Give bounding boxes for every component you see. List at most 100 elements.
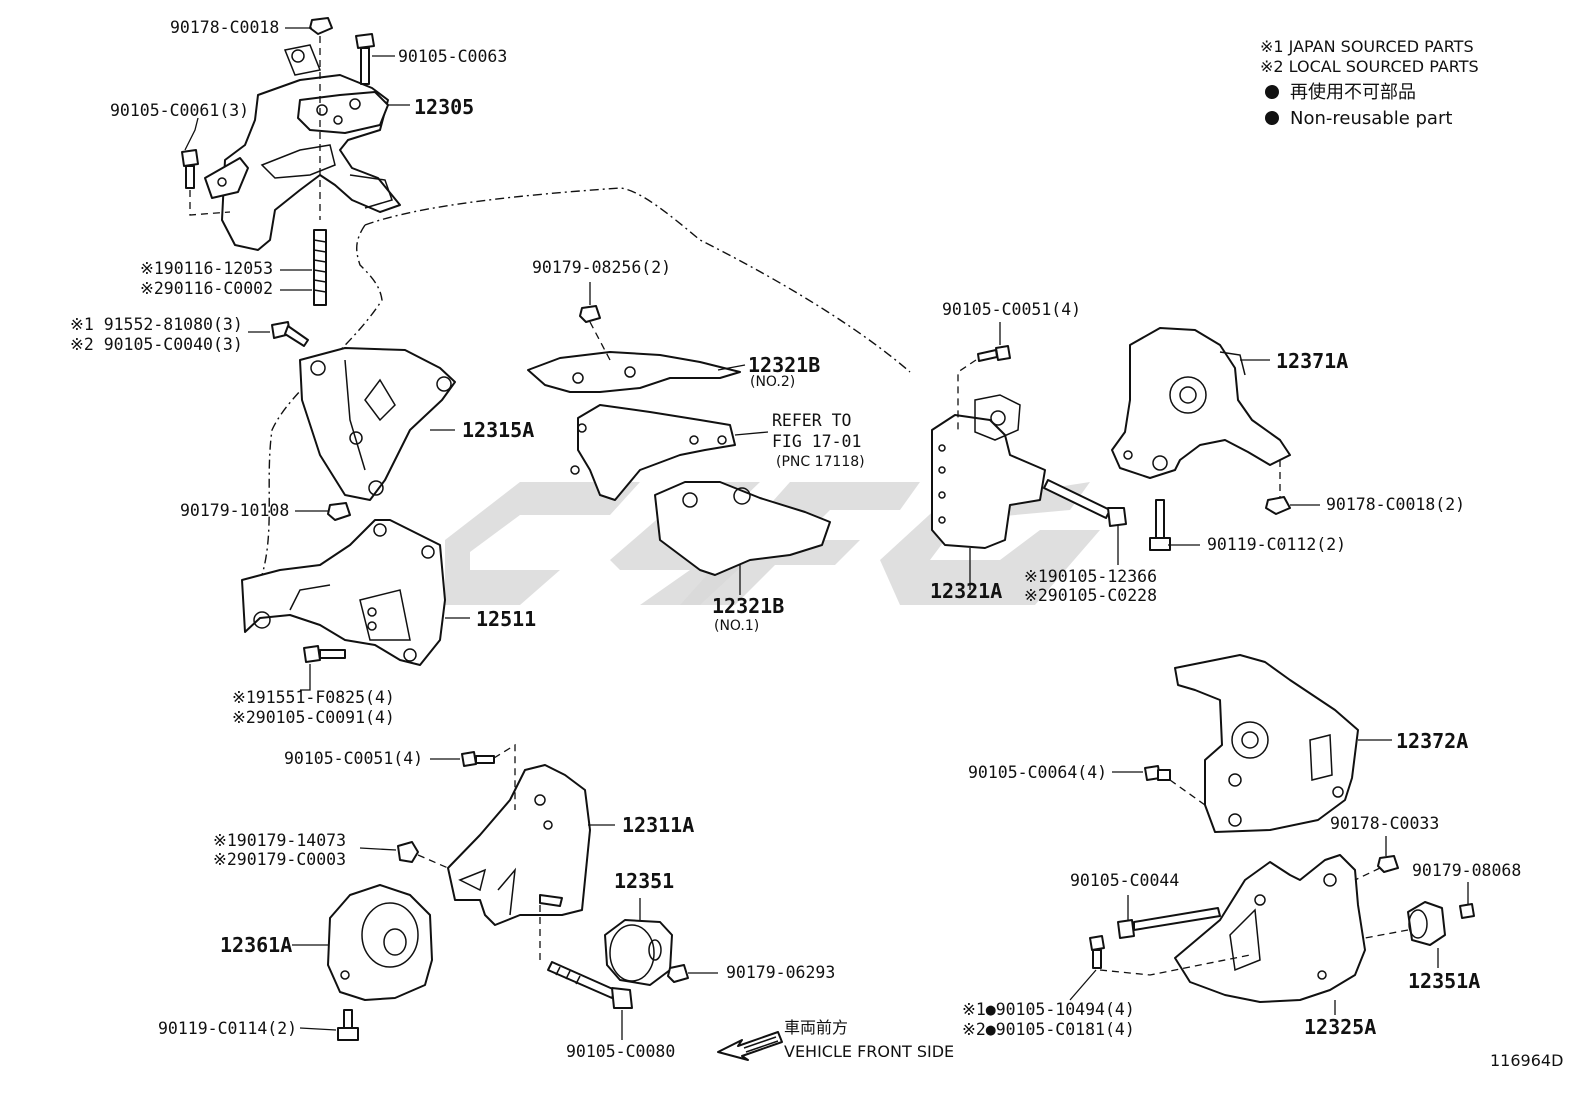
label-90178-C0033: 90178-C0033 [1330, 814, 1439, 833]
label-90119-C0112: 90119-C0112(2) [1207, 535, 1346, 554]
bracket-refer-fig-17-01 [570, 404, 736, 501]
bolt-90105-10494 [1089, 935, 1105, 969]
bolt-90105-C0064 [1144, 765, 1171, 781]
label-12351: 12351 [614, 869, 674, 893]
legend: ※1 JAPAN SOURCED PARTS ※2 LOCAL SOURCED … [1260, 37, 1479, 129]
part-12321A-bracket [931, 394, 1046, 549]
label-90105-C0228: ※290105-C0228 [1024, 586, 1157, 605]
part-12351A-bushing [1407, 901, 1446, 946]
figure-id: 116964D [1490, 1051, 1563, 1070]
label-90116-12053: ※190116-12053 [140, 259, 273, 278]
label-12325A: 12325A [1304, 1015, 1376, 1039]
bullet-icon [1265, 111, 1279, 125]
legend-nonreusable-en: Non-reusable part [1290, 108, 1452, 129]
label-12511: 12511 [476, 607, 536, 631]
label-90105-C0064: 90105-C0064(4) [968, 763, 1107, 782]
refer-line-2: FIG 17-01 [772, 432, 861, 451]
refer-line-1: REFER TO [772, 411, 851, 430]
label-90105-C0063: 90105-C0063 [398, 47, 507, 66]
bolt-90105-C0080 [547, 961, 633, 1009]
nut-90178-C0018-2 [1265, 496, 1291, 515]
label-90105-12366: ※190105-12366 [1024, 567, 1157, 586]
label-90179-08256: 90179-08256(2) [532, 258, 671, 277]
label-90179-06293: 90179-06293 [726, 963, 835, 982]
refer-line-3: (PNC 17118) [776, 454, 865, 470]
nut-90179-10108 [327, 502, 351, 521]
bolt-90119-C0112 [1149, 499, 1171, 551]
vehicle-front-jp: 車両前方 [784, 1018, 848, 1037]
guide-line [1169, 779, 1206, 806]
nut-90179-08068 [1459, 903, 1475, 919]
label-90105-C0091: ※290105-C0091(4) [232, 708, 395, 727]
label-90178-C0018: 90178-C0018 [170, 18, 279, 37]
legend-local-sourced: ※2 LOCAL SOURCED PARTS [1260, 57, 1479, 76]
guide-line [189, 190, 231, 216]
label-12321B-no2: 12321B [748, 353, 820, 377]
bolt-90105-C0061 [181, 149, 199, 189]
label-no1: (NO.1) [714, 618, 759, 634]
legend-japan-sourced: ※1 JAPAN SOURCED PARTS [1260, 37, 1474, 56]
nut-90179-06293 [667, 964, 689, 983]
label-90105-C0040: ※2 90105-C0040(3) [70, 335, 243, 354]
label-90105-C0051-bottom: 90105-C0051(4) [284, 749, 423, 768]
guide-line [1099, 954, 1251, 976]
guide-line [1364, 929, 1409, 939]
label-90179-08068: 90179-08068 [1412, 861, 1521, 880]
label-90119-C0114: 90119-C0114(2) [158, 1019, 297, 1038]
label-90105-C0181: ※2●90105-C0181(4) [962, 1020, 1135, 1039]
nut-90178-C0018 [309, 17, 333, 35]
label-12372A: 12372A [1396, 729, 1468, 753]
vehicle-front-en: VEHICLE FRONT SIDE [784, 1042, 954, 1061]
bolt-90119-C0114 [337, 1009, 359, 1041]
label-12321B-no1: 12321B [712, 594, 784, 618]
part-12321B-no1 [654, 481, 831, 576]
part-12361A-mount [327, 884, 433, 1001]
label-91551-F0825: ※191551-F0825(4) [232, 688, 395, 707]
label-90105-10494: ※1●90105-10494(4) [962, 1000, 1135, 1019]
nut-90179-14073 [397, 841, 419, 863]
label-90105-C0061: 90105-C0061(3) [110, 101, 249, 120]
stud-90116-12053 [313, 229, 327, 306]
label-12315A: 12315A [462, 418, 534, 442]
label-12351A: 12351A [1408, 969, 1480, 993]
guide-line [493, 743, 516, 810]
part-12321B-no2 [527, 351, 741, 393]
nut-90179-08256 [579, 305, 601, 323]
bolt-90105-C0051-bottom [461, 751, 495, 767]
leader-lines [184, 27, 1469, 1040]
label-90116-C0002: ※290116-C0002 [140, 279, 273, 298]
label-12321A: 12321A [930, 579, 1002, 603]
part-12371A-mount [1111, 327, 1291, 479]
guide-line [1354, 867, 1381, 881]
label-90178-C0018-2: 90178-C0018(2) [1326, 495, 1465, 514]
label-90105-C0044: 90105-C0044 [1070, 871, 1179, 890]
engine-outline-line [364, 187, 911, 373]
label-12371A: 12371A [1276, 349, 1348, 373]
bolt-90105-C0044 [1117, 907, 1221, 939]
part-12311A-bracket [447, 764, 591, 926]
label-90179-C0003: ※290179-C0003 [213, 850, 346, 869]
part-12315A-bracket [299, 347, 456, 501]
bolt-90105-C0051-top [977, 345, 1011, 362]
bolt-91551-F0825 [303, 645, 346, 663]
part-12372A-mount [1174, 654, 1359, 833]
bolt-90105-12366 [1043, 479, 1127, 527]
bullet-icon [1265, 85, 1279, 99]
stud-small [539, 894, 563, 907]
legend-nonreusable-jp: 再使用不可部品 [1290, 82, 1416, 103]
part-12305-mount [204, 44, 401, 251]
bolt-90105-C0063 [355, 33, 375, 85]
vehicle-front-indicator: 車両前方 VEHICLE FRONT SIDE [717, 1018, 954, 1061]
label-12361A: 12361A [220, 933, 292, 957]
guide-line [957, 359, 977, 430]
part-12351-bushing [604, 919, 673, 986]
label-90105-C0080: 90105-C0080 [566, 1042, 675, 1061]
label-12305: 12305 [414, 95, 474, 119]
guide-line [417, 854, 449, 869]
label-90105-C0051-top: 90105-C0051(4) [942, 300, 1081, 319]
label-90179-14073: ※190179-14073 [213, 831, 346, 850]
label-no2: (NO.2) [750, 374, 795, 390]
part-12325A-bracket [1174, 854, 1366, 1003]
